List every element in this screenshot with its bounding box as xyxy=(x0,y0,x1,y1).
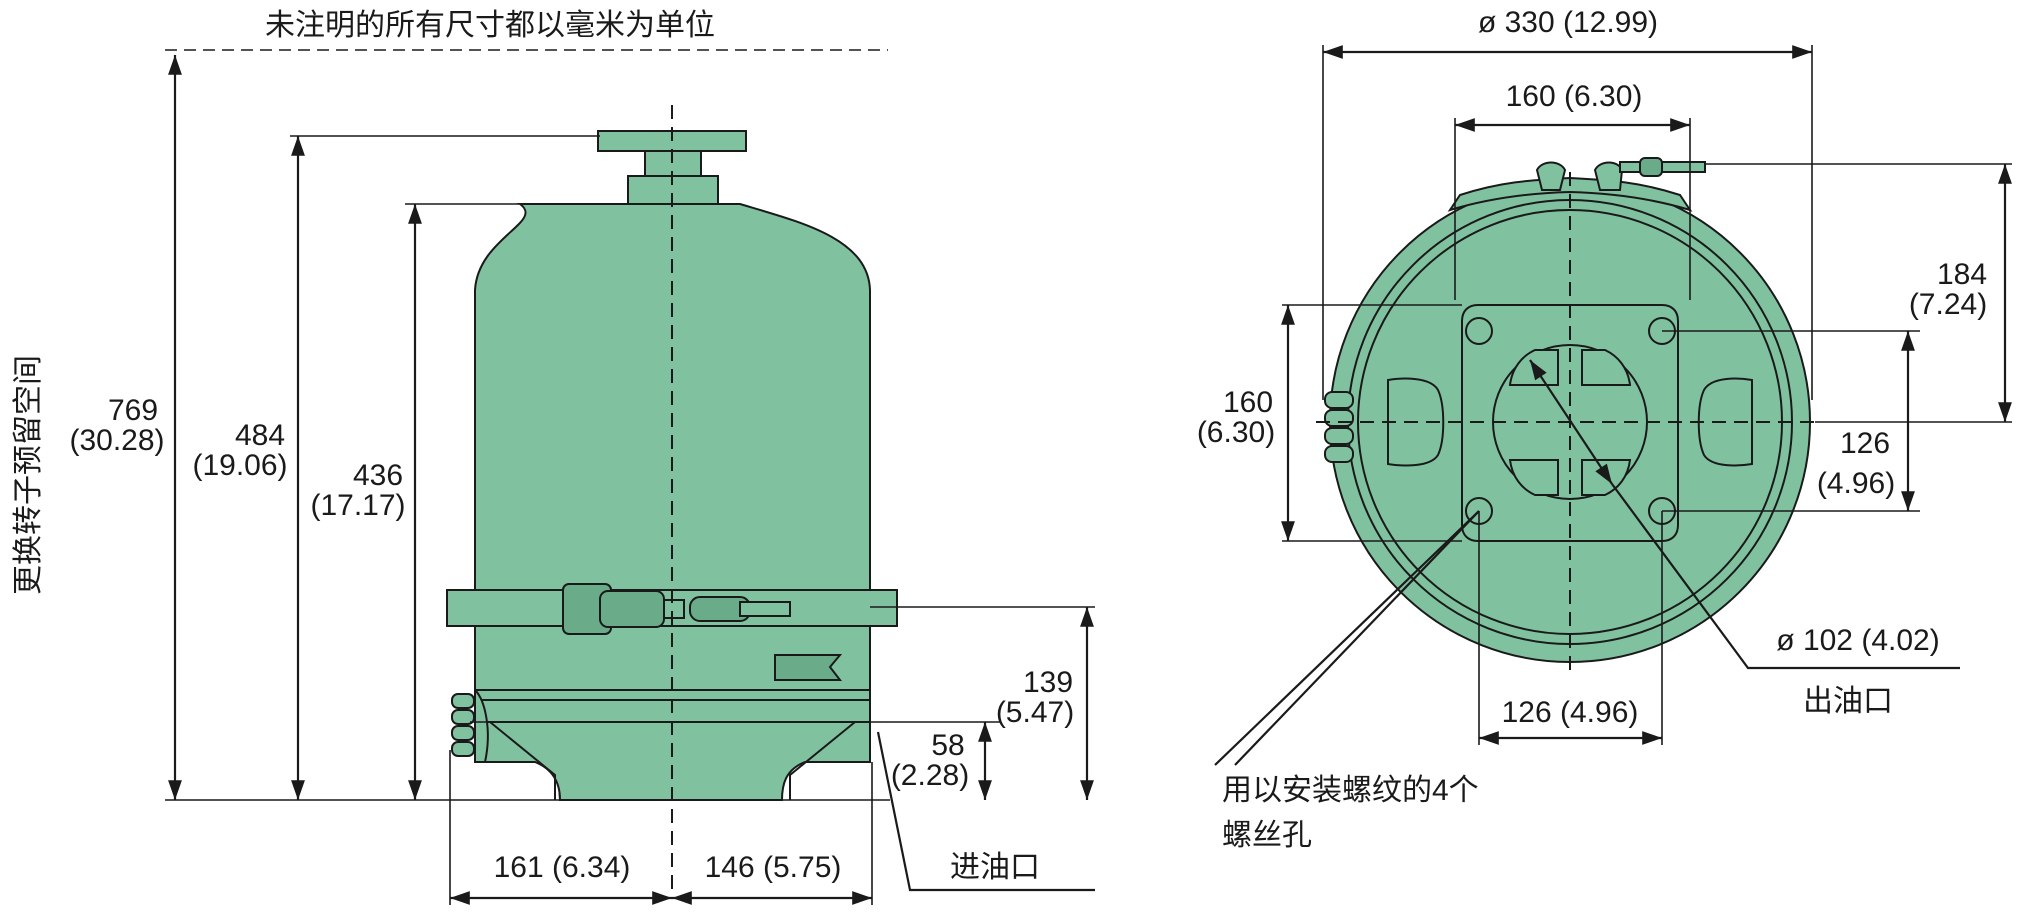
right-width-label: 146 (5.75) xyxy=(705,851,842,884)
outer-diameter-label: ø 330 (12.99) xyxy=(1478,6,1658,39)
inlet-flange xyxy=(474,687,489,763)
clamp-screw-tip xyxy=(739,601,791,617)
bolt-height-left-value: 160 xyxy=(1223,386,1273,419)
bolt-holes-note-line2: 螺丝孔 xyxy=(1222,819,1312,852)
top-height-value: 484 xyxy=(235,419,285,452)
band-height-inch: (5.47) xyxy=(996,696,1074,729)
outlet-label: 出油口 xyxy=(1803,685,1893,718)
left-bolt-2 xyxy=(1324,409,1354,427)
band-height-value: 139 xyxy=(1023,666,1073,699)
clamp-hook-left xyxy=(1535,161,1567,191)
base-left-taper xyxy=(489,721,556,800)
side-view: 769 (30.28) 484 (19.06) 436 (17.17) 139 … xyxy=(69,55,1095,905)
inlet-bolt-3 xyxy=(451,725,475,741)
outlet-diameter-leader-tail xyxy=(1611,483,1960,670)
base-right-taper xyxy=(789,721,856,800)
bolt-holes-leader-2 xyxy=(1234,510,1480,766)
bolt-hole-top-left xyxy=(1465,317,1493,345)
total-height-value: 769 xyxy=(108,394,158,427)
bolt-spacing-right-inch: (4.96) xyxy=(1817,467,1895,500)
clamp-hook-right xyxy=(1593,161,1624,191)
clamp-link xyxy=(663,599,685,619)
bolt-holes-note-line1: 用以安装螺纹的4个 xyxy=(1222,774,1479,807)
total-height-inch: (30.28) xyxy=(69,424,164,457)
top-height-inch: (19.06) xyxy=(192,449,287,482)
inlet-bolt-2 xyxy=(451,709,475,725)
bolt-holes-leader-1 xyxy=(1214,510,1480,766)
bolt-spacing-right-value: 126 xyxy=(1840,427,1890,460)
inlet-bolt-1 xyxy=(451,693,475,709)
outlet-diameter-label: ø 102 (4.02) xyxy=(1776,624,1939,657)
inlet-leader xyxy=(876,731,1095,892)
top-view: ø 330 (12.99) 160 (6.30) 160 (6.30) 184 … xyxy=(1197,6,2012,852)
header-note: 未注明的所有尺寸都以毫米为单位 xyxy=(265,9,715,42)
inlet-label: 进油口 xyxy=(950,851,1040,884)
clamp-knob xyxy=(599,590,665,628)
left-width-label: 161 (6.34) xyxy=(494,851,631,884)
left-bolt-4 xyxy=(1324,445,1354,463)
bolt-height-left-inch: (6.30) xyxy=(1197,416,1275,449)
bolt-spacing-bottom-label: 126 (4.96) xyxy=(1502,696,1639,729)
outlet-diameter-leader xyxy=(1529,359,1613,485)
rotor-clearance-label: 更换转子预留空间 xyxy=(12,355,45,595)
body-height-inch: (17.17) xyxy=(310,489,405,522)
clamp-rod-knob xyxy=(1639,157,1663,177)
body-height-value: 436 xyxy=(353,459,403,492)
offset-right-value: 184 xyxy=(1937,258,1987,291)
inlet-height-value: 58 xyxy=(931,729,964,762)
side-label-plate xyxy=(774,654,843,681)
offset-right-inch: (7.24) xyxy=(1909,288,1987,321)
bolt-width-top-label: 160 (6.30) xyxy=(1506,80,1643,113)
left-bolt-1 xyxy=(1324,391,1354,409)
inlet-bolt-4 xyxy=(451,741,475,757)
inlet-height-inch: (2.28) xyxy=(891,759,969,792)
left-bolt-3 xyxy=(1324,427,1354,445)
